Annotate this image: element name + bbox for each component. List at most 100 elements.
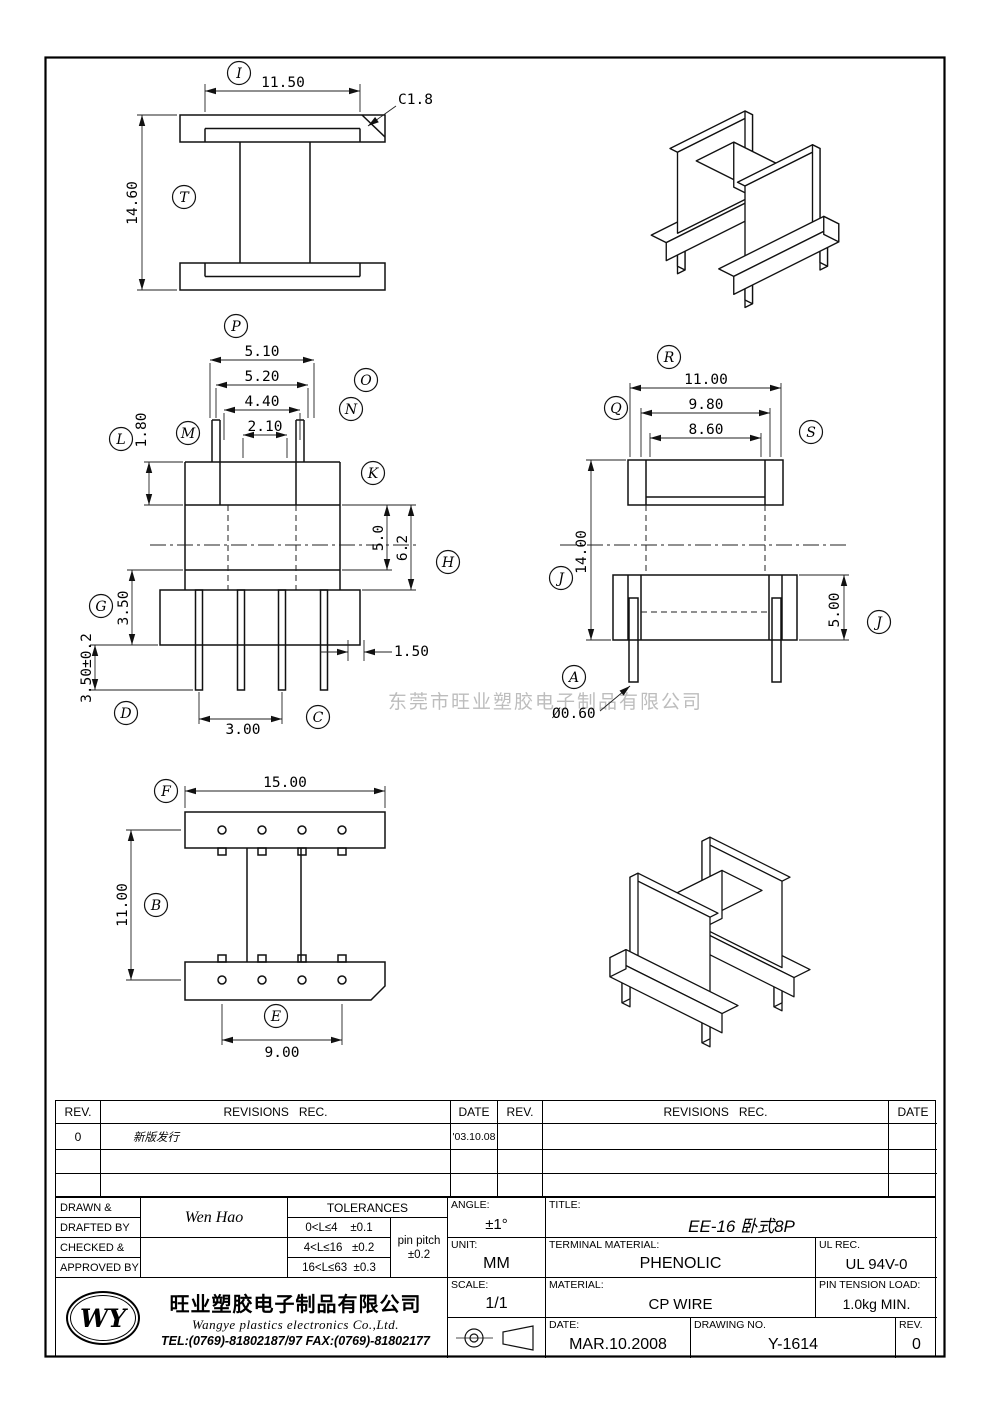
- revision-date: [889, 1124, 937, 1150]
- terminal-material-value: PHENOLIC: [639, 1255, 722, 1272]
- checked-by-value: [141, 1238, 288, 1278]
- side-view-dimensions: 11.00 9.80 8.60 14.00 5.00 Ø0.60: [552, 372, 849, 722]
- company-logo: WY: [66, 1291, 140, 1345]
- front-view-geometry: [179, 114, 386, 291]
- unit-value: MM: [483, 1255, 510, 1272]
- balloon-j2: J: [866, 609, 892, 635]
- balloon-s: S: [798, 419, 824, 445]
- watermark-text: 东莞市旺业塑胶电子制品有限公司: [388, 691, 703, 713]
- balloon-a: A: [561, 664, 587, 690]
- rev-cell: [498, 1124, 543, 1150]
- rev-value: 0: [912, 1335, 921, 1353]
- balloon-i: I: [226, 60, 252, 86]
- revision-desc: [543, 1124, 889, 1150]
- svg-text:E: E: [270, 1009, 281, 1025]
- bottom-view: 15.00 11.00 9.00 F B E: [115, 775, 386, 1061]
- rev-cell: 0: [56, 1124, 101, 1150]
- company-contact: TEL:(0769)-81802187/97 FAX:(0769)-818021…: [161, 1334, 430, 1348]
- side-view-geometry: [560, 459, 850, 683]
- drawing-no-label: DRAWING NO.: [694, 1319, 766, 1331]
- dim-8-60: 8.60: [689, 422, 724, 438]
- revision-date: [889, 1174, 937, 1198]
- bottom-view-dimensions: 15.00 11.00 9.00: [115, 775, 386, 1061]
- pin-tension-label: PIN TENSION LOAD:: [819, 1279, 921, 1291]
- section-view: 5.10 5.20 4.40 2.10 1.80 5.0 6.2: [79, 313, 461, 738]
- svg-text:P: P: [230, 319, 241, 335]
- date-label: DATE:: [549, 1319, 580, 1331]
- revision-desc: 新版发行: [101, 1124, 451, 1150]
- svg-text:T: T: [179, 190, 190, 206]
- tolerance-row: 0<L≤4 ±0.1: [288, 1218, 391, 1238]
- tolerance-row: 16<L≤63 ±0.3: [288, 1258, 391, 1278]
- dim-6-2: 6.2: [395, 535, 411, 561]
- svg-text:C: C: [313, 710, 324, 726]
- third-angle-projection-icon: [455, 1325, 534, 1351]
- material-value: CP WIRE: [648, 1295, 713, 1313]
- revisions-header: REVISIONS REC.: [543, 1101, 889, 1124]
- svg-text:O: O: [360, 373, 372, 389]
- rev-cell: [498, 1150, 543, 1174]
- material-label: MATERIAL:: [549, 1279, 604, 1291]
- unit-label: UNIT:: [451, 1239, 478, 1251]
- svg-text:K: K: [367, 466, 380, 482]
- balloon-k: K: [360, 460, 386, 486]
- company-name-cn: 旺业塑胶电子制品有限公司: [169, 1294, 422, 1316]
- dim-1-80: 1.80: [134, 413, 150, 448]
- balloon-c: C: [305, 704, 331, 730]
- company-info: 旺业塑胶电子制品有限公司 Wangye plastics electronics…: [148, 1288, 443, 1348]
- svg-text:B: B: [150, 898, 161, 914]
- date-header: DATE: [451, 1101, 498, 1124]
- revision-date: '03.10.08: [451, 1124, 498, 1150]
- dim-3-50-tol: 3.50±0.2: [79, 633, 95, 703]
- date-header: DATE: [889, 1101, 937, 1124]
- balloon-l: L: [108, 426, 134, 452]
- dim-9-80: 9.80: [689, 397, 724, 413]
- angle-label: ANGLE:: [451, 1199, 490, 1211]
- pin-pitch-label: pin pitch: [397, 1234, 441, 1247]
- dim-14-00: 14.00: [574, 530, 590, 574]
- pin-tension-value: 1.0kg MIN.: [842, 1296, 911, 1312]
- svg-text:A: A: [567, 670, 579, 686]
- dim-5-20: 5.20: [245, 369, 280, 385]
- pin-pitch-tolerance: pin pitch ±0.2: [391, 1218, 448, 1278]
- dim-11-00-b: 11.00: [115, 883, 131, 927]
- rev-cell: [56, 1174, 101, 1198]
- dim-3-00: 3.00: [226, 722, 261, 738]
- ul-rec-cell: UL REC. UL 94V-0: [816, 1238, 937, 1278]
- svg-text:D: D: [119, 706, 131, 722]
- side-view: 11.00 9.80 8.60 14.00 5.00 Ø0.60 R Q S J…: [548, 344, 892, 722]
- dim-pin-dia: Ø0.60: [552, 706, 596, 722]
- scale-label: SCALE:: [451, 1279, 489, 1291]
- balloon-h: H: [435, 549, 461, 575]
- scale-value: 1/1: [485, 1295, 508, 1312]
- svg-text:S: S: [806, 425, 816, 441]
- revision-date: [451, 1174, 498, 1198]
- checked-label: CHECKED &: [56, 1238, 141, 1258]
- svg-text:L: L: [115, 432, 125, 448]
- svg-text:H: H: [441, 555, 455, 571]
- svg-text:F: F: [160, 784, 172, 800]
- rev-cell: [56, 1150, 101, 1174]
- rev-header: REV.: [56, 1101, 101, 1124]
- revision-desc: [101, 1150, 451, 1174]
- balloon-f: F: [153, 778, 179, 804]
- revisions-header: REVISIONS REC.: [101, 1101, 451, 1124]
- balloon-j1: J: [548, 565, 574, 591]
- pin-pitch-value: ±0.2: [407, 1248, 431, 1261]
- dim-2-10: 2.10: [248, 419, 283, 435]
- svg-text:Q: Q: [610, 401, 622, 417]
- scale-cell: SCALE: 1/1: [448, 1278, 546, 1318]
- drawing-title: EE-16 卧式8P: [688, 1216, 795, 1236]
- drafted-label: DRAFTED BY: [56, 1218, 141, 1238]
- drawing-no-value: Y-1614: [767, 1335, 819, 1353]
- balloon-b: B: [143, 892, 169, 918]
- balloon-o: O: [353, 367, 379, 393]
- unit-cell: UNIT: MM: [448, 1238, 546, 1278]
- approved-label: APPROVED BY: [56, 1258, 141, 1278]
- dim-3-50: 3.50: [116, 591, 132, 626]
- logo-monogram: WY: [80, 1303, 126, 1333]
- rev-cell: REV. 0: [896, 1318, 937, 1358]
- revision-date: [451, 1150, 498, 1174]
